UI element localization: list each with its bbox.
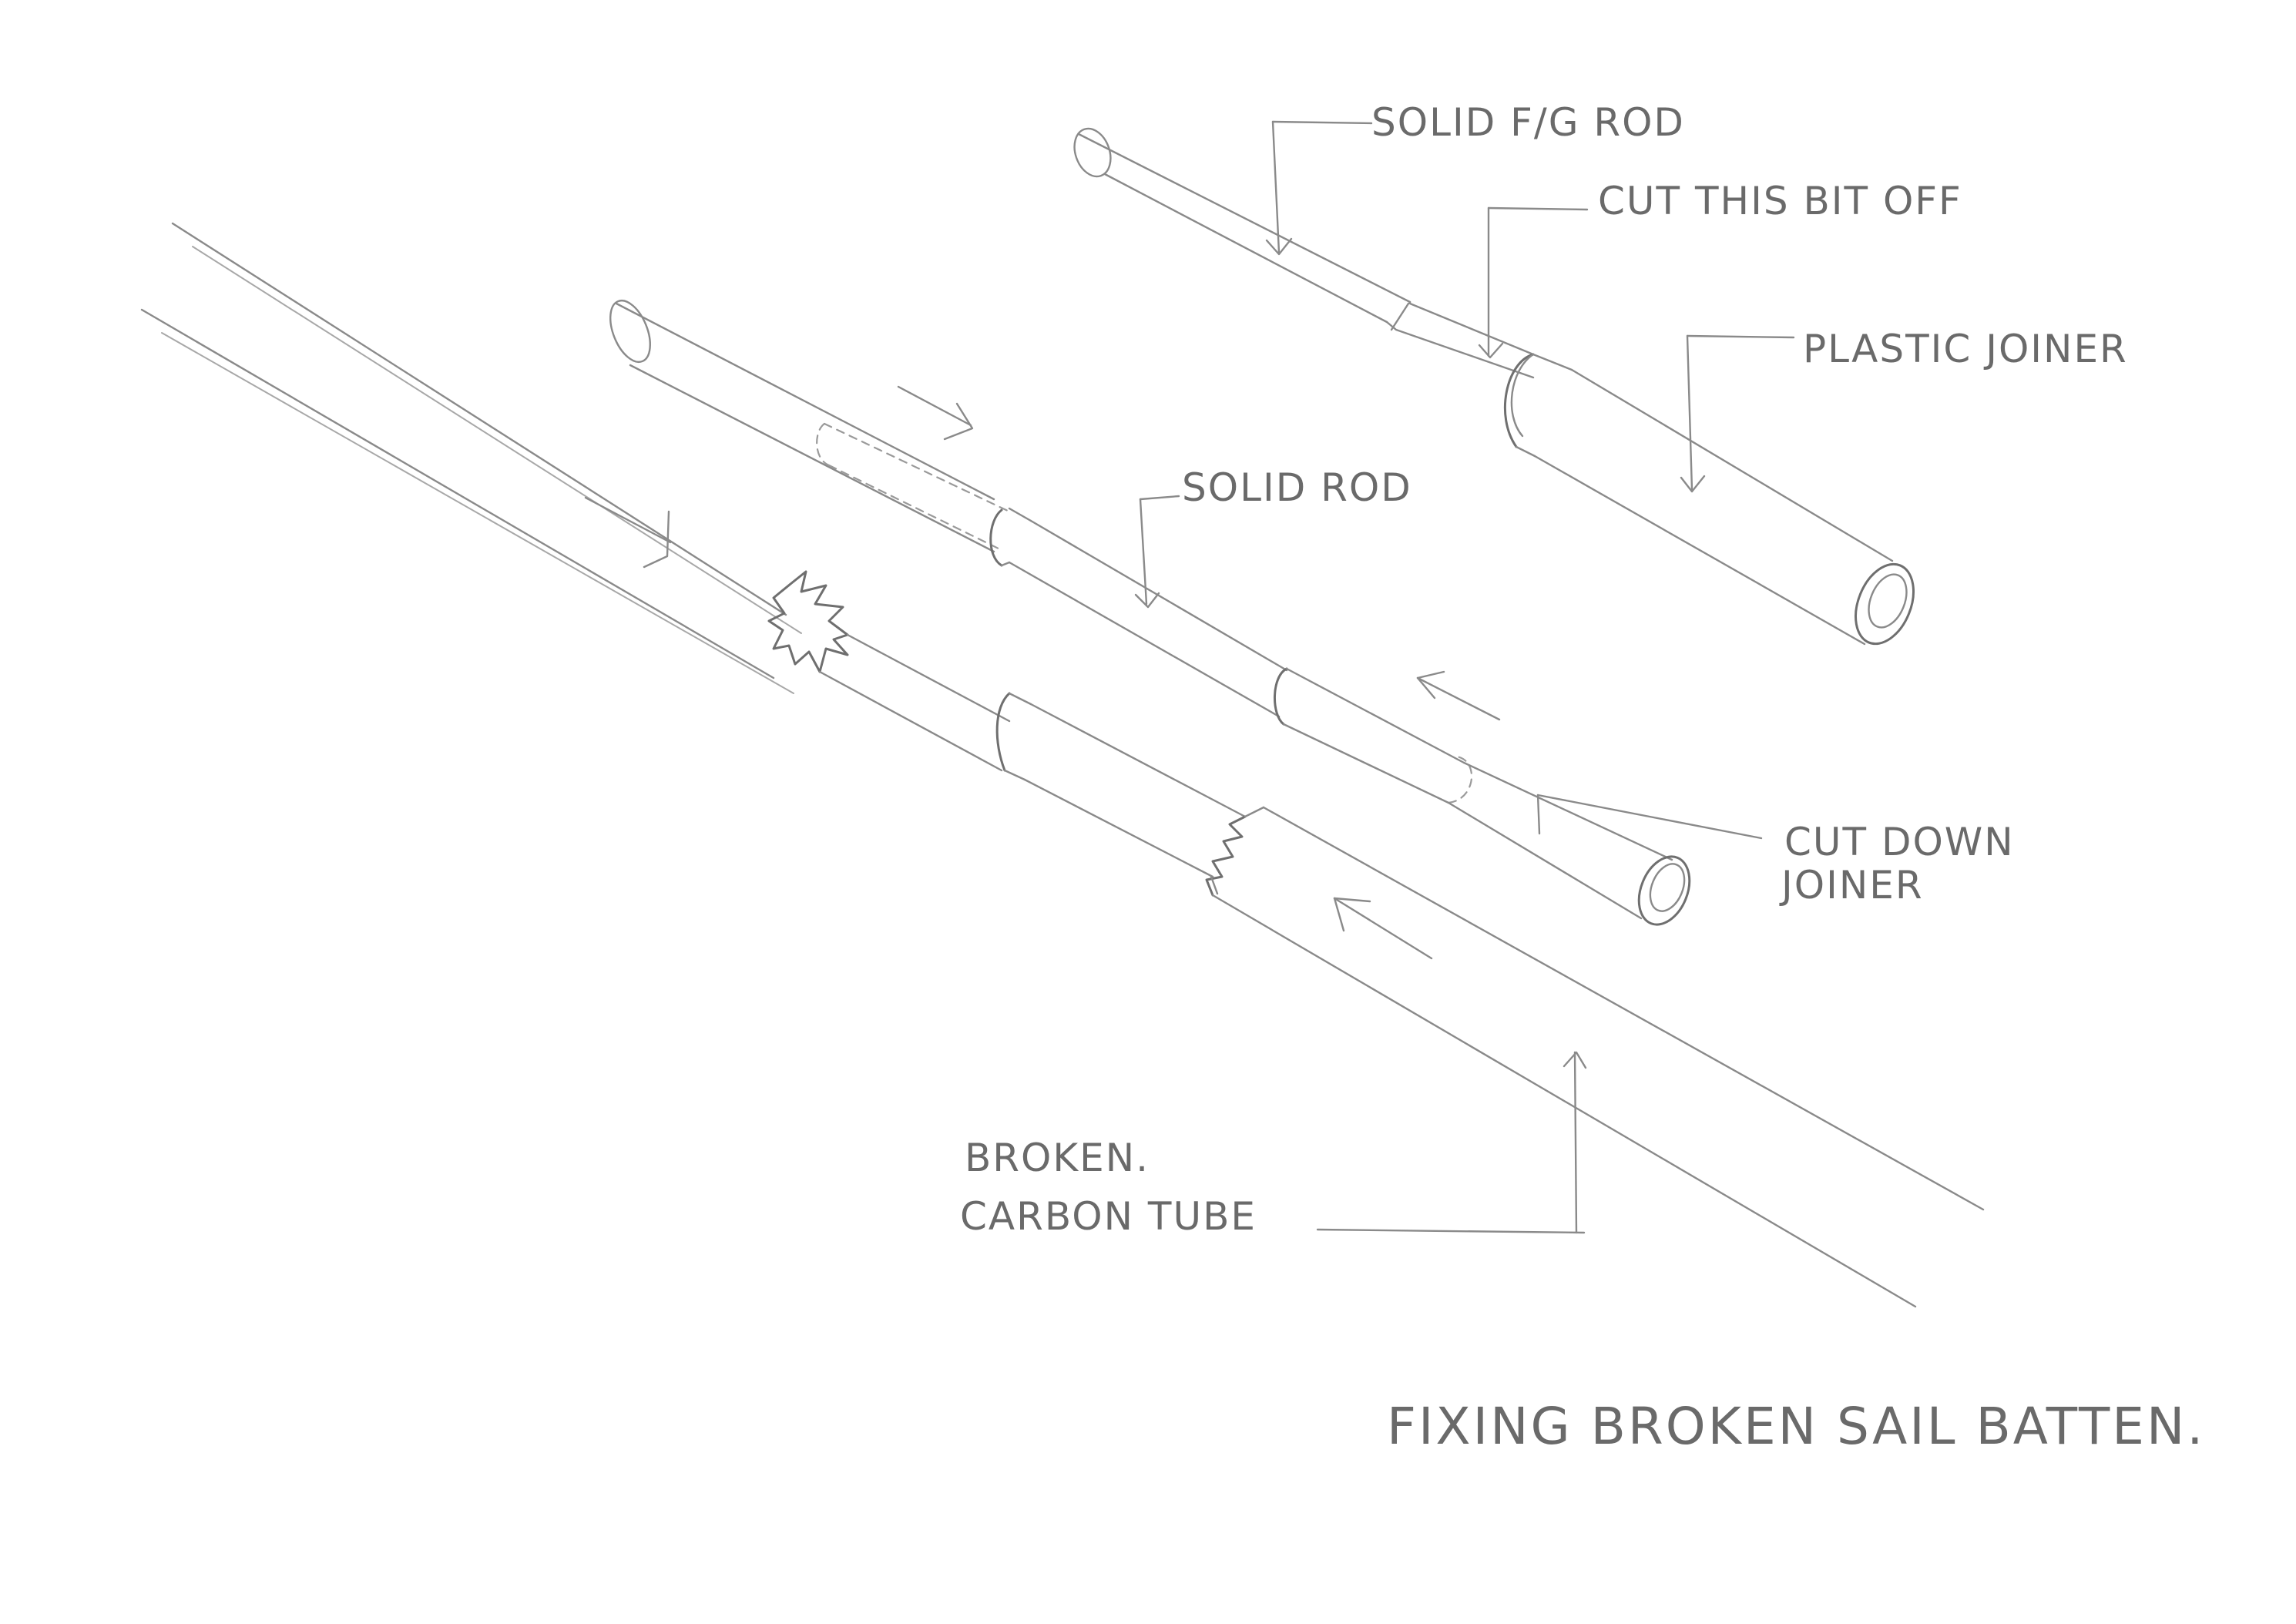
labels: SOLID F/G ROD CUT THIS BIT OFF PLASTIC J…	[960, 100, 2205, 1456]
bottom-tube-assembly	[140, 222, 1985, 1308]
label-cut-down-joiner-1: CUT DOWN	[1784, 820, 2015, 864]
sketch-title: FIXING BROKEN SAIL BATTEN.	[1387, 1397, 2205, 1456]
top-rod-assembly	[1073, 120, 1915, 646]
label-solid-rod: SOLID ROD	[1182, 465, 1412, 510]
label-solid-fg-rod: SOLID F/G ROD	[1371, 100, 1685, 145]
label-cut-down-joiner-2: JOINER	[1779, 863, 1924, 908]
middle-rod-assembly	[609, 299, 1763, 926]
label-broken-1: BROKEN.	[965, 1136, 1150, 1180]
label-plastic-joiner: PLASTIC JOINER	[1803, 327, 2128, 371]
label-carbon-tube: CARBON TUBE	[960, 1194, 1257, 1239]
label-cut-this-bit-off: CUT THIS BIT OFF	[1598, 179, 1962, 223]
